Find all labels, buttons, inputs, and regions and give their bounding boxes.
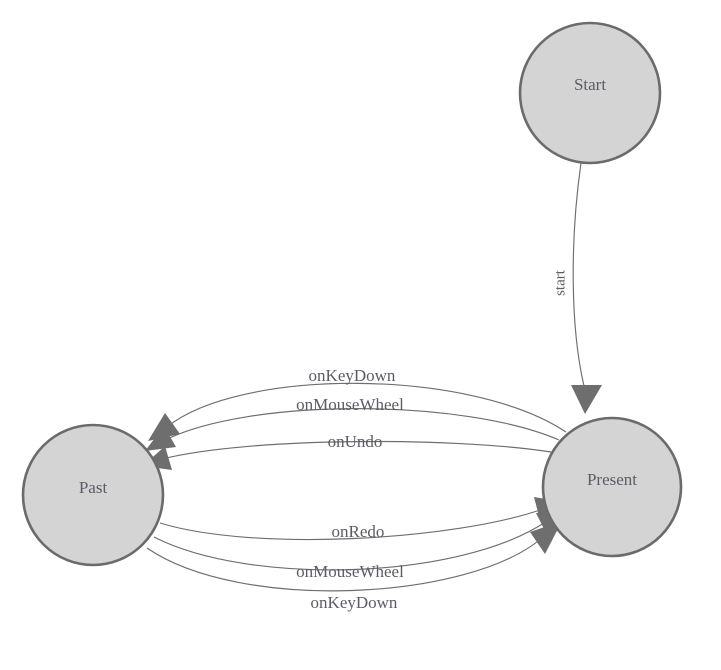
edge-onmousewheel-dn-label: onMouseWheel <box>296 562 404 581</box>
edge-start-label: start <box>552 269 568 296</box>
edge-onmousewheel-up-arrowhead <box>145 426 176 451</box>
edge-onredo-past-to-present[interactable]: onRedo <box>159 497 562 541</box>
edge-start-path <box>572 162 586 391</box>
edge-onredo-path <box>159 508 544 541</box>
edge-onmousewheel-dn-path <box>153 520 548 571</box>
node-start-label: Start <box>574 75 606 94</box>
edge-onundo-label: onUndo <box>328 432 383 451</box>
edge-onkeydown-up-label: onKeyDown <box>309 366 396 385</box>
node-start[interactable]: Start <box>518 21 662 165</box>
edge-onundo-present-to-past[interactable]: onUndo <box>143 432 552 470</box>
edge-onkeydown-dn-label: onKeyDown <box>311 593 398 612</box>
node-present-label: Present <box>587 470 637 489</box>
edge-onmousewheel-up-label: onMouseWheel <box>296 395 404 414</box>
edge-onredo-label: onRedo <box>332 522 385 541</box>
edge-onkeydown-up-path <box>166 382 567 433</box>
edge-onkeydown-dn-arrowhead <box>530 521 562 554</box>
edge-onmousewheel-up-path <box>162 408 560 442</box>
edge-start[interactable]: start <box>552 162 602 414</box>
node-past[interactable]: Past <box>21 423 165 567</box>
edge-start-arrowhead <box>571 385 602 414</box>
node-present-circle <box>541 416 683 558</box>
node-past-label: Past <box>79 478 108 497</box>
node-present[interactable]: Present <box>541 416 683 558</box>
node-past-circle <box>21 423 165 567</box>
edge-onmousewheel-present-to-past[interactable]: onMouseWheel <box>145 395 560 451</box>
node-start-circle <box>518 21 662 165</box>
edge-onkeydown-dn-path <box>146 536 544 592</box>
edge-onkeydown-past-to-present[interactable]: onKeyDown <box>146 521 562 612</box>
edge-onundo-path <box>161 440 552 460</box>
